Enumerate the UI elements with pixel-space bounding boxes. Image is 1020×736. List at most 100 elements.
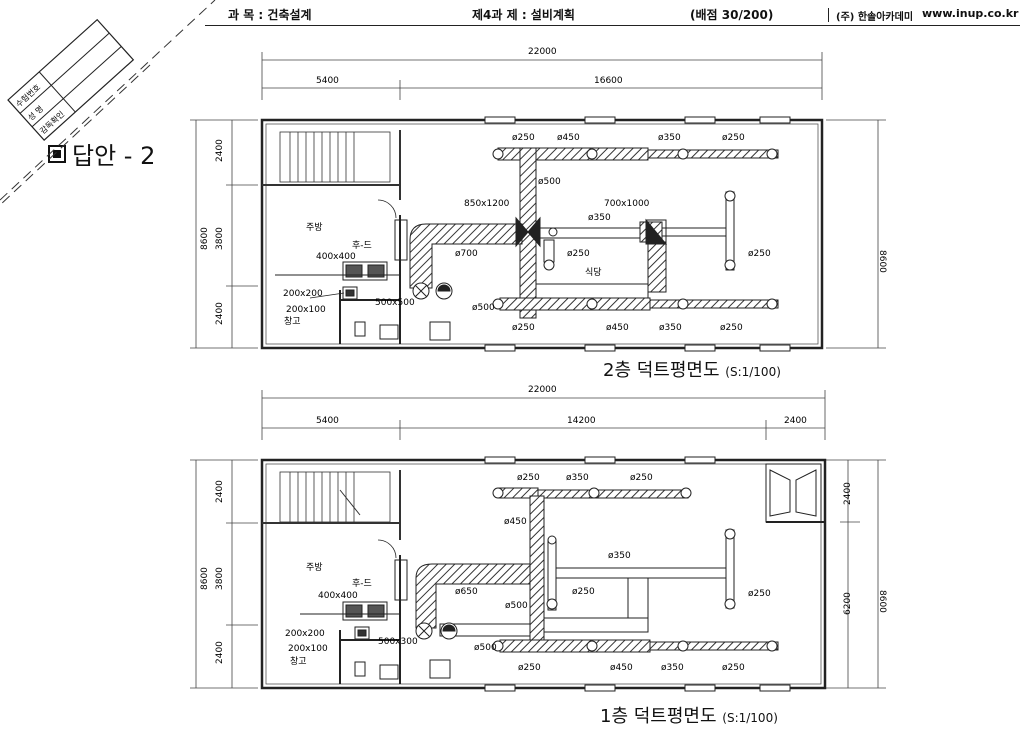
- floor2-stairs: [262, 130, 401, 200]
- floor2-room-hood: 후-드: [352, 240, 372, 251]
- floor1-duct-14: ø250: [722, 663, 745, 673]
- subject-label: 과 목 : 건축설계: [228, 8, 312, 22]
- floor1-outline: [260, 458, 827, 690]
- score-label: (배점 30/200): [690, 8, 774, 22]
- floor2-duct-8: ø250: [748, 249, 771, 259]
- floor1-dim-left-c: 2400: [215, 641, 225, 664]
- floor1-dim-right-a: 2400: [843, 482, 853, 505]
- floor2-room-dining: 식당: [585, 267, 602, 278]
- floor2-duct-7: ø250: [567, 249, 590, 259]
- floor1-duct-7: ø250: [572, 587, 595, 597]
- floor1-fans: [415, 622, 458, 640]
- floor1-duct-9: ø500: [505, 601, 528, 611]
- floor1-duct-12: ø450: [610, 663, 633, 673]
- floor2-scale: (S:1/100): [725, 365, 781, 379]
- floor2-diffusers: [492, 148, 778, 310]
- floor2-dim-right: 8600: [877, 250, 887, 273]
- floor1-dim-left-a: 2400: [215, 480, 225, 503]
- floor2-duct-14: ø250: [720, 323, 743, 333]
- floor1-ducts: [415, 487, 779, 653]
- company-label: (주) 한솔아카데미: [836, 12, 914, 23]
- floor2-fans: [412, 282, 453, 300]
- floor2-duct-11: ø250: [512, 323, 535, 333]
- floor1-duct-10: ø500: [474, 643, 497, 653]
- floor1-title-text: 1층 덕트평면도: [600, 706, 717, 727]
- floor1-scale: (S:1/100): [722, 711, 778, 725]
- floor2-dim-5400: 5400: [316, 76, 339, 86]
- floor1-hood: [342, 601, 388, 640]
- floor1-label-500x300: 500x300: [378, 637, 418, 647]
- floor2-label-200x200: 200x200: [283, 289, 323, 299]
- floor2-title: 2층 덕트평면도 (S:1/100): [603, 356, 781, 382]
- answer-heading: 답안 - 2: [48, 136, 155, 171]
- floor1-label-200x200: 200x200: [285, 629, 325, 639]
- floor1-label-200x100: 200x100: [288, 644, 328, 654]
- floor1-dim-5400: 5400: [316, 416, 339, 426]
- floor2-dim-left-total: 8600: [200, 227, 210, 250]
- floor2-label-700x1000: 700x1000: [604, 199, 650, 209]
- floor2-dims-top: [261, 52, 823, 100]
- website-link[interactable]: www.inup.co.kr: [922, 7, 1019, 20]
- floor1-entrance: [765, 463, 825, 523]
- floor2-label-500x500: 500x500: [375, 298, 415, 308]
- header-separator: [828, 8, 829, 22]
- floor2-label-400x400: 400x400: [316, 252, 356, 262]
- floor1-dim-right-b: 6200: [843, 592, 853, 615]
- floor2-room-kitchen: 주방: [306, 222, 323, 233]
- floor1-diffusers: [492, 487, 778, 652]
- floor1-duct-2: ø350: [566, 473, 589, 483]
- floor2-title-text: 2층 덕트평면도: [603, 360, 720, 381]
- answer-label: 답안 - 2: [72, 142, 156, 170]
- floor2-dim-left-a: 2400: [215, 139, 225, 162]
- floor2-dim-16600: 16600: [594, 76, 623, 86]
- floor2-duct-9: ø700: [455, 249, 478, 259]
- floor2-duct-5: ø500: [538, 177, 561, 187]
- square-bullet-icon: [48, 144, 66, 163]
- floor1-title: 1층 덕트평면도 (S:1/100): [600, 702, 778, 728]
- floor2-duct-4: ø250: [722, 133, 745, 143]
- floor1-duct-11: ø250: [518, 663, 541, 673]
- floor1-dim-right-total: 8600: [877, 590, 887, 613]
- floor1-duct-6: ø650: [455, 587, 478, 597]
- floor2-plan: 22000 5400 16600 8600 2400 3800 2400 860…: [190, 47, 887, 352]
- floor2-duct-2: ø450: [557, 133, 580, 143]
- floor1-duct-4: ø450: [504, 517, 527, 527]
- floor2-kitchen-walls: [339, 199, 451, 344]
- floor1-room-kitchen: 주방: [306, 562, 323, 573]
- floor1-room-storage: 창고: [290, 656, 307, 667]
- floor1-room-hood: 후-드: [352, 578, 372, 589]
- floor2-duct-10: ø500: [472, 303, 495, 313]
- floor2-dampers: [515, 216, 668, 248]
- floor2-duct-3: ø350: [658, 133, 681, 143]
- floor1-plan: 22000 5400 14200 2400 8600 2400 3800 240…: [190, 385, 887, 692]
- floor1-dim-left-total: 8600: [200, 567, 210, 590]
- header-rule: [205, 25, 1020, 26]
- floor1-label-400x400: 400x400: [318, 591, 358, 601]
- problem-label: 제4과 제 : 설비계획: [472, 8, 575, 22]
- floor2-dim-left-b: 3800: [215, 227, 225, 250]
- floor1-dim-2400: 2400: [784, 416, 807, 426]
- floor2-duct-1: ø250: [512, 133, 535, 143]
- floor1-duct-13: ø350: [661, 663, 684, 673]
- floor1-kitchen-walls: [339, 539, 451, 684]
- floor1-dim-left-b: 3800: [215, 567, 225, 590]
- floor1-stairs: [262, 470, 401, 540]
- floor1-duct-1: ø250: [517, 473, 540, 483]
- floor2-duct-13: ø350: [659, 323, 682, 333]
- floor1-dim-14200: 14200: [567, 416, 596, 426]
- floor2-outline: [260, 118, 824, 350]
- floor2-hood: [342, 261, 388, 300]
- floor1-duct-3: ø250: [630, 473, 653, 483]
- floor1-duct-8: ø250: [748, 589, 771, 599]
- floor1-duct-5: ø350: [608, 551, 631, 561]
- floor2-duct-6: ø350: [588, 213, 611, 223]
- floor2-dim-total: 22000: [528, 47, 557, 57]
- floor2-dim-left-c: 2400: [215, 302, 225, 325]
- floor2-label-850x1200: 850x1200: [464, 199, 510, 209]
- floor2-duct-12: ø450: [606, 323, 629, 333]
- exam-stamp: 수험번호 성 명 감독확인: [0, 0, 216, 206]
- floor2-room-storage: 창고: [284, 316, 301, 327]
- floor2-label-200x100: 200x100: [286, 305, 326, 315]
- floor1-dim-total: 22000: [528, 385, 557, 395]
